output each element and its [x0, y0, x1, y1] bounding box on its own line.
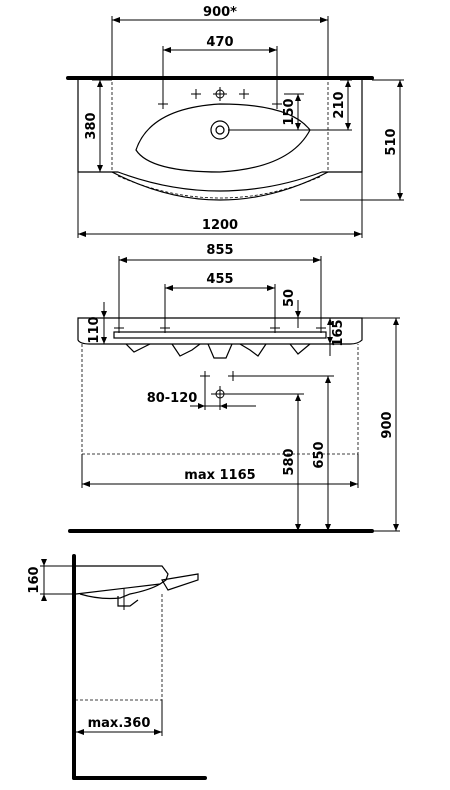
top-view-front-edge-dashed [117, 175, 323, 199]
side-view: 160 max.360 [27, 554, 207, 780]
side-view-cabinet [76, 594, 163, 701]
dim-900: 900* [203, 5, 237, 20]
dim-900-height: 900 [380, 411, 395, 438]
dim-80-120: 80-120 [147, 391, 198, 406]
side-view-spout [161, 573, 199, 591]
front-view-bowl [125, 343, 311, 359]
top-view-inner-rim [111, 82, 329, 172]
dim-160: 160 [27, 566, 42, 593]
front-view: 855 455 50 110 165 [68, 243, 400, 533]
dim-1200: 1200 [202, 218, 238, 233]
dim-165: 165 [331, 319, 346, 346]
top-view-waste-outer [210, 120, 230, 140]
front-view-bracket-holes [114, 323, 326, 333]
side-view-basin [75, 565, 169, 595]
dim-650: 650 [312, 441, 327, 468]
dim-50: 50 [282, 289, 297, 307]
dim-580: 580 [282, 448, 297, 475]
dim-110: 110 [87, 316, 102, 343]
dim-380: 380 [84, 112, 99, 139]
side-view-bowl [79, 583, 161, 600]
dim-210: 210 [332, 91, 347, 118]
dim-150: 150 [282, 98, 297, 125]
dim-855: 855 [206, 243, 233, 258]
top-view: 900* 470 150 210 380 510 [66, 5, 404, 238]
front-view-waste-markers [200, 371, 238, 402]
front-view-cabinet [81, 344, 359, 455]
top-view-basin-outline [77, 80, 363, 192]
dim-max-360: max.360 [88, 716, 151, 731]
dim-470: 470 [206, 35, 233, 50]
dim-510: 510 [384, 128, 399, 155]
dim-max-1165: max 1165 [184, 468, 255, 483]
top-view-waste-inner [215, 125, 225, 135]
top-view-tap-holes [158, 87, 282, 109]
front-view-rim [77, 317, 363, 345]
front-view-bracket [113, 331, 327, 339]
dim-455: 455 [206, 272, 233, 287]
